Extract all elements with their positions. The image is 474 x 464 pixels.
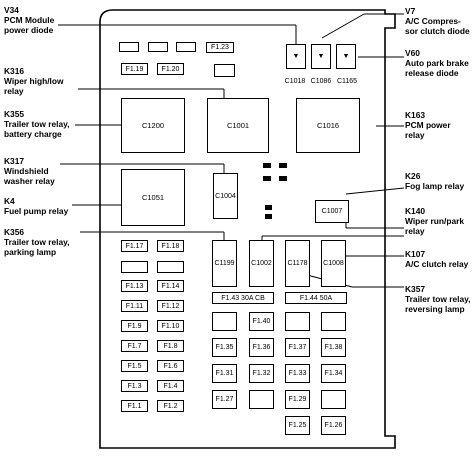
terminal — [263, 163, 271, 168]
terminal — [279, 176, 287, 181]
diode-c1018: ▼ — [286, 44, 306, 69]
relay-c1002: C1002 — [249, 240, 274, 287]
fuse-blank — [119, 42, 139, 52]
label-k355: K355 Trailer tow relay, battery charge — [4, 109, 70, 139]
label-v34: V34 PCM Module power diode — [4, 5, 55, 35]
fuse-blank — [321, 390, 346, 409]
label-k163: K163 PCM power relay — [405, 110, 451, 140]
terminal — [263, 176, 271, 181]
diode-c1165: ▼ — [336, 44, 356, 69]
fuse-blank — [321, 312, 346, 331]
fuse-blank — [285, 312, 310, 331]
fuse-f1-20: F1.20 — [157, 63, 184, 75]
label-k4: K4 Fuel pump relay — [4, 196, 69, 216]
relay-c1001: C1001 — [207, 98, 269, 153]
label-k26: K26 Fog lamp relay — [405, 171, 465, 191]
fuse-f1-29: F1.29 — [285, 390, 310, 409]
fuse-f1-19: F1.19 — [121, 63, 148, 75]
terminal — [265, 214, 272, 219]
label-k107: K107 A/C clutch relay — [405, 249, 469, 269]
fuse-blank — [157, 261, 184, 273]
fuse-f1-8: F1.8 — [157, 340, 184, 352]
label-k317: K317 Windshield washer relay — [4, 156, 55, 186]
fuse-f1-2: F1.2 — [157, 400, 184, 412]
terminal — [279, 163, 287, 168]
fuse-f1-6: F1.6 — [157, 360, 184, 372]
fuse-f1-31: F1.31 — [212, 364, 237, 383]
fuse-blank — [249, 390, 274, 409]
fuse-f1-27: F1.27 — [212, 390, 237, 409]
relay-c1051: C1051 — [121, 169, 185, 226]
fuse-blank — [214, 64, 235, 77]
relay-c1008: C1008 — [321, 240, 346, 287]
label-k356: K356 Trailer tow relay, parking lamp — [4, 227, 70, 257]
fuse-blank — [212, 312, 237, 331]
fuse-f1-7: F1.7 — [121, 340, 148, 352]
diode-icon: ▼ — [342, 53, 350, 60]
fuse-f1-36: F1.36 — [249, 338, 274, 357]
relay-c1004: C1004 — [213, 173, 238, 219]
label-c1086: C1086 — [307, 76, 335, 87]
relay-c1178: C1178 — [285, 240, 310, 287]
terminal — [265, 205, 272, 210]
fuse-f1-26: F1.26 — [321, 416, 346, 435]
fuse-f1-11: F1.11 — [121, 300, 148, 312]
fuse-f1-12: F1.12 — [157, 300, 184, 312]
label-c1018: C1018 — [281, 76, 309, 87]
relay-c1199: C1199 — [212, 240, 237, 287]
relay-c1200: C1200 — [121, 98, 185, 153]
fuse-f1-44: F1.44 50A — [285, 292, 347, 304]
fuse-f1-35: F1.35 — [212, 338, 237, 357]
label-v7: V7 A/C Compres- sor clutch diode — [405, 6, 470, 36]
label-v60: V60 Auto park brake release diode — [405, 48, 469, 78]
fuse-blank — [121, 261, 148, 273]
fuse-blank — [176, 42, 196, 52]
diode-icon: ▼ — [292, 53, 300, 60]
relay-c1007: C1007 — [315, 200, 349, 223]
diode-c1086: ▼ — [311, 44, 331, 69]
fuse-f1-18: F1.18 — [157, 240, 184, 252]
fuse-f1-13: F1.13 — [121, 280, 148, 292]
fuse-f1-25: F1.25 — [285, 416, 310, 435]
diode-icon: ▼ — [317, 53, 325, 60]
fuse-f1-43: F1.43 30A CB — [212, 292, 274, 304]
fuse-f1-9: F1.9 — [121, 320, 148, 332]
fuse-f1-34: F1.34 — [321, 364, 346, 383]
fuse-f1-10: F1.10 — [157, 320, 184, 332]
label-k357: K357 Trailer tow relay, reversing lamp — [405, 284, 471, 314]
fuse-f1-4: F1.4 — [157, 380, 184, 392]
label-k140: K140 Wiper run/park relay — [405, 206, 465, 236]
label-c1165: C1165 — [333, 76, 361, 87]
fuse-f1-17: F1.17 — [121, 240, 148, 252]
fuse-f1-40: F1.40 — [249, 312, 274, 331]
label-k316: K316 Wiper high/low relay — [4, 66, 64, 96]
fuse-f1-32: F1.32 — [249, 364, 274, 383]
fuse-f1-14: F1.14 — [157, 280, 184, 292]
fuse-f1-38: F1.38 — [321, 338, 346, 357]
relay-c1016: C1016 — [296, 98, 360, 153]
fuse-f1-3: F1.3 — [121, 380, 148, 392]
fuse-blank — [148, 42, 168, 52]
fuse-f1-5: F1.5 — [121, 360, 148, 372]
fuse-f1-33: F1.33 — [285, 364, 310, 383]
fuse-f1-37: F1.37 — [285, 338, 310, 357]
fuse-f1-1: F1.1 — [121, 400, 148, 412]
fuse-f1-23: F1.23 — [206, 42, 234, 53]
